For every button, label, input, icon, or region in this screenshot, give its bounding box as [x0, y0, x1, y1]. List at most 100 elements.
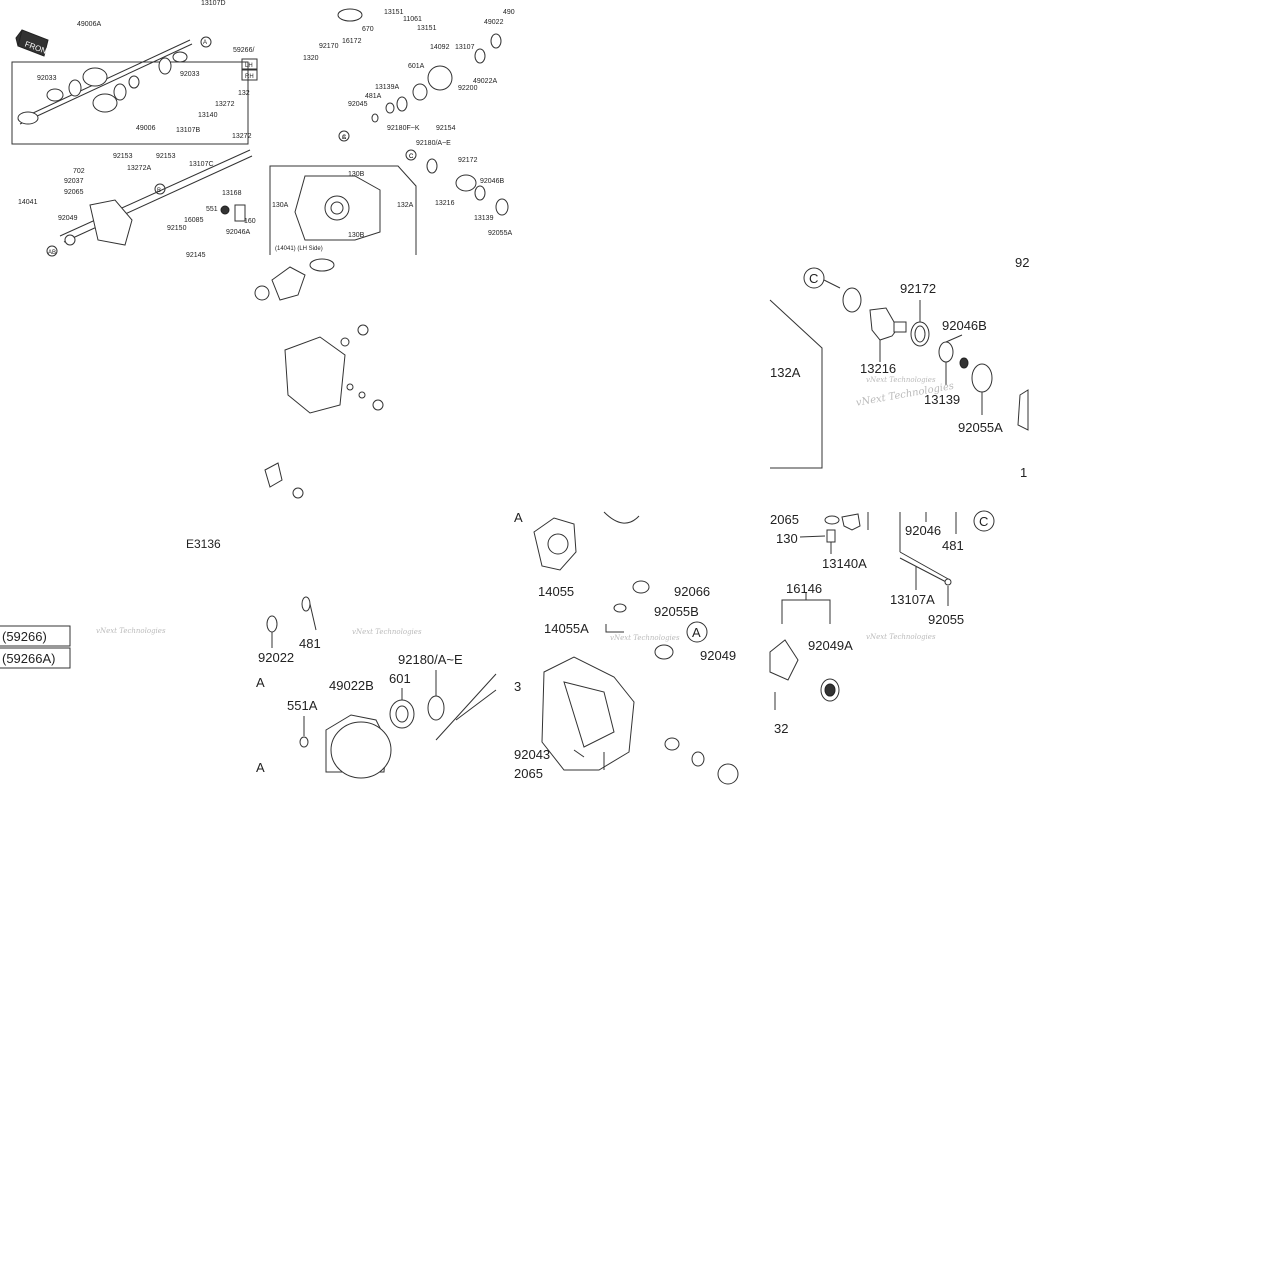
label-92172: 92172	[900, 281, 936, 296]
shim-92180	[427, 695, 445, 721]
overview-part-label: 13139A	[375, 84, 399, 91]
label-2065: 2065	[514, 766, 543, 781]
label-92049: 92049	[700, 648, 736, 663]
watermark: vNext Technologies	[866, 633, 936, 641]
overview-part-label: 92045	[348, 101, 368, 108]
label-59266a: (59266A)	[2, 651, 55, 666]
overview-part-label: 13272	[215, 101, 235, 108]
label-14055a: 14055A	[544, 621, 589, 636]
overview-callout-letter: A	[342, 135, 346, 141]
label-92055a: 92055A	[958, 420, 1003, 435]
o-ring	[842, 287, 862, 313]
overview-part-label: 130B	[348, 232, 365, 239]
label-13107a: 13107A	[890, 592, 935, 607]
label-2065: 2065	[770, 512, 799, 527]
label-92046: 92046	[905, 523, 941, 538]
cv-joint-left	[17, 111, 39, 125]
watermark: vNext Technologies	[96, 627, 166, 635]
zoom-shaft-ref-drawing: (59266) (59266A) vNext Technologies	[0, 625, 166, 669]
overview-part-label: 49006A	[77, 21, 101, 28]
overview-part-label: 13140	[198, 112, 218, 119]
overview-part-label: 13107C	[189, 161, 214, 168]
zoom-pinion-drawing: C 92 92172 92046B 13216 13139 92055A 132…	[769, 255, 1029, 480]
overview-part-label: 16172	[342, 38, 362, 45]
zoom-drain-diagram: C 2065 130 13140A 92046 481 13107A 92055…	[769, 510, 1030, 770]
label-481: 481	[942, 538, 964, 553]
label-a-top: A	[256, 675, 265, 690]
callout-c: C	[979, 514, 988, 529]
lh-side-caption: (14041) (LH Side)	[275, 246, 323, 252]
label-132a: 132A	[770, 365, 801, 380]
overview-part-label: 13216	[435, 200, 455, 207]
overview-part-label: 92	[0, 0, 8, 2]
label-92046b: 92046B	[942, 318, 987, 333]
overview-part-label: 92154	[436, 125, 456, 132]
overview-part-label: 13107D	[201, 0, 226, 7]
overview-part-label: 14092	[430, 44, 450, 51]
label-16146: 16146	[786, 581, 822, 596]
label-92: 92	[1015, 255, 1029, 270]
label-601: 601	[389, 671, 411, 686]
lh-box	[241, 58, 258, 70]
overview-part-label: 92200	[458, 85, 478, 92]
overview-part-label: 49022A	[473, 78, 497, 85]
label-13216: 13216	[860, 361, 896, 376]
label-92055: 92055	[928, 612, 964, 627]
overview-part-label: 92049	[58, 215, 78, 222]
shaft-assembly-frame	[11, 61, 249, 145]
overview-part-label: 92065	[64, 189, 84, 196]
overview-part-label: 13151	[417, 25, 437, 32]
front-arrow-icon: FRONT	[15, 29, 53, 57]
overview-callout-letter: A	[203, 40, 207, 46]
overview-part-label: 92180/A~E	[416, 140, 451, 147]
overview-lower-drawing	[254, 258, 384, 499]
o-ring-92055a	[971, 363, 993, 393]
label-481: 481	[299, 636, 321, 651]
label-92055b: 92055B	[654, 604, 699, 619]
overview-part-label: 13107	[455, 44, 475, 51]
watermark: vNext Technologies	[352, 628, 422, 636]
side-cover	[769, 639, 799, 681]
overview-part-label: 92037	[64, 178, 84, 185]
overview-part-label: 92153	[113, 153, 133, 160]
overview-callout-letter: C	[409, 154, 414, 160]
label-a-bottom: A	[256, 760, 265, 775]
overview-callout-letter: B	[157, 188, 161, 194]
overview-callout-letter: C	[342, 135, 347, 141]
pinion-gear	[455, 174, 477, 192]
overview-part-label: 13272	[232, 133, 252, 140]
box-59266a	[0, 647, 71, 669]
zoom-pinion-diagram: C 92 92172 92046B 13216 13139 92055A 132…	[769, 250, 1029, 480]
bearing-13139	[938, 341, 954, 363]
zoom-drain-drawing: C 2065 130 13140A 92046 481 13107A 92055…	[769, 510, 995, 736]
overview-callout-letter: B	[52, 250, 56, 256]
zoom-shaft-ref-diagram: (59266) (59266A) vNext Technologies	[0, 620, 250, 680]
overview-part-labels: 49006A9203359266/92033490061327213213140…	[0, 0, 515, 259]
overview-part-label: 59266/	[233, 47, 254, 54]
overview-part-label: 92172	[458, 157, 478, 164]
zoom-gear-drawing: 92022 481 A 49022B 601 92180/A~E 551A A …	[256, 596, 497, 779]
overview-part-label: 670	[362, 26, 374, 33]
lh-side-inset-frame	[269, 165, 417, 257]
overview-part-label: 132A	[397, 202, 414, 209]
overview-part-label: 92145	[186, 252, 206, 259]
overview-part-label: 92033	[37, 75, 57, 82]
overview-part-label: 16085	[184, 217, 204, 224]
overview-part-label: 490	[503, 9, 515, 16]
label-92043: 92043	[514, 747, 550, 762]
overview-part-label: 160	[244, 218, 256, 225]
overview-part-label: 49022	[484, 19, 504, 26]
watermark: vNext Technologies	[610, 634, 680, 642]
cap-92066	[632, 580, 650, 594]
boot	[82, 67, 108, 87]
overview-part-label: 13151	[384, 9, 404, 16]
box-59266	[0, 625, 71, 647]
overview-part-label: 11061	[403, 16, 422, 23]
zoom-case-diagram: A 14055 92066 92055B 14055A 92049 3 9204…	[514, 510, 744, 785]
callout-a: A	[692, 625, 701, 640]
label-13140a: 13140A	[822, 556, 867, 571]
label-13139: 13139	[924, 392, 960, 407]
overview-callout-letter: C	[409, 154, 414, 160]
overview-part-label: 92033	[180, 71, 200, 78]
